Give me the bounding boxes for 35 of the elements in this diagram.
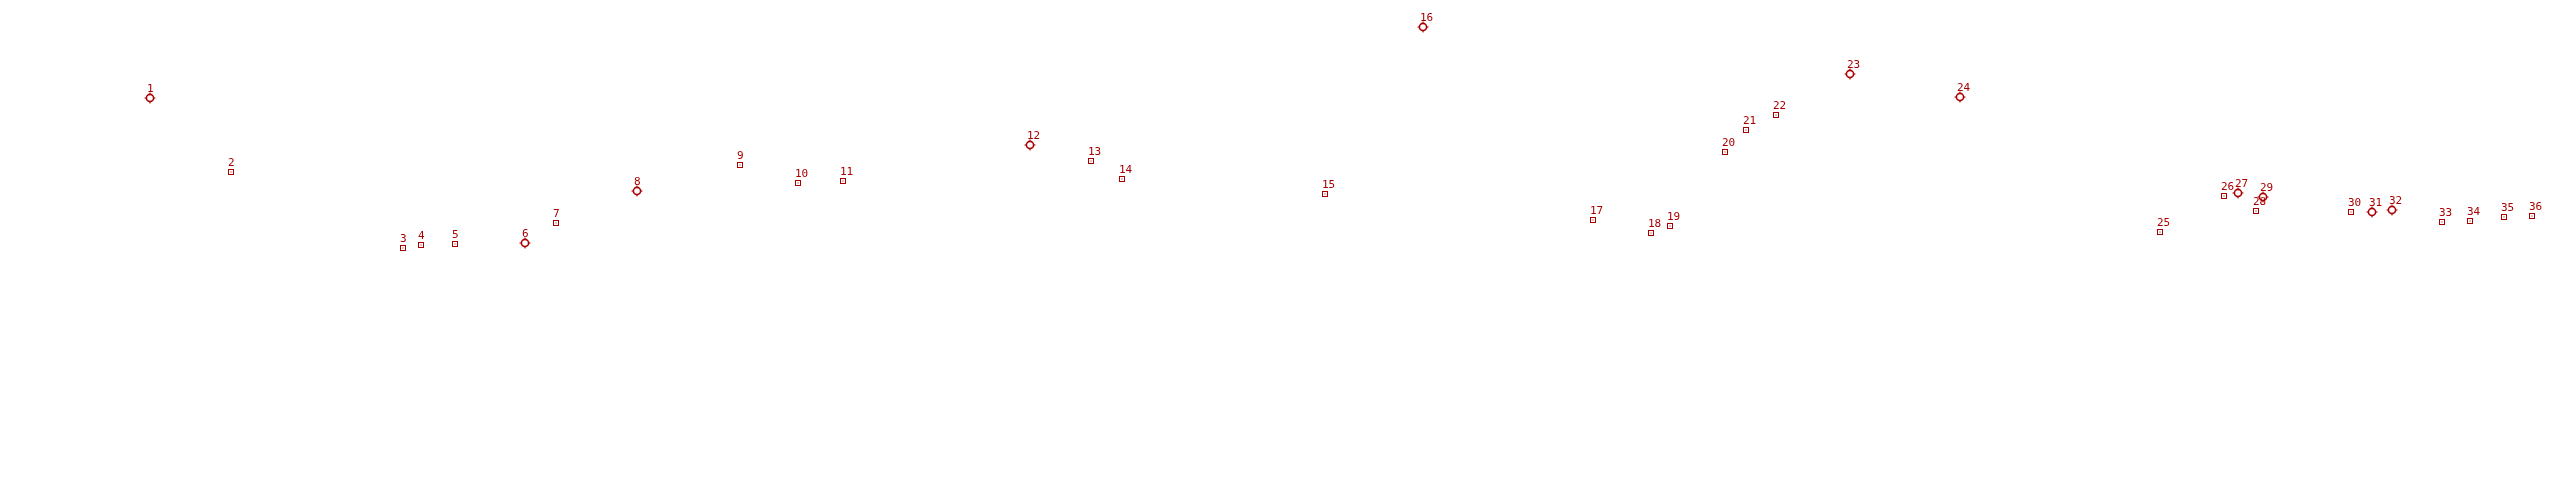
point-number: 4: [418, 230, 425, 241]
point-number: 1: [147, 83, 154, 94]
point-number: 30: [2348, 197, 2362, 208]
point-number: 26: [2221, 181, 2235, 192]
point-number: 12: [1027, 130, 1041, 141]
point-number: 20: [1722, 137, 1736, 148]
point-number: 10: [795, 168, 809, 179]
point-number: 18: [1648, 218, 1662, 229]
point-number: 14: [1119, 164, 1133, 175]
point-number: 13: [1088, 146, 1102, 157]
point-number: 33: [2439, 207, 2453, 218]
point-number: 24: [1957, 82, 1971, 93]
point-number: 31: [2369, 197, 2383, 208]
point-number: 34: [2467, 206, 2481, 217]
point-number: 9: [737, 150, 744, 161]
point-number: 21: [1743, 115, 1757, 126]
point-number: 17: [1590, 205, 1604, 216]
point-number: 27: [2235, 178, 2249, 189]
point-number: 32: [2389, 195, 2403, 206]
point-number: 35: [2501, 202, 2515, 213]
point-number: 3: [400, 233, 407, 244]
point-number: 8: [634, 176, 641, 187]
point-number: 16: [1420, 12, 1434, 23]
point-number: 6: [522, 228, 529, 239]
point-number: 5: [452, 229, 459, 240]
point-number: 7: [553, 208, 560, 219]
point-number: 29: [2260, 182, 2274, 193]
point-number: 23: [1847, 59, 1861, 70]
point-number: 36: [2529, 201, 2543, 212]
point-number: 2: [228, 157, 235, 168]
point-number: 11: [840, 166, 854, 177]
point-number: 19: [1667, 211, 1681, 222]
point-number: 22: [1773, 100, 1787, 111]
point-number: 15: [1322, 179, 1336, 190]
point-number: 25: [2157, 217, 2171, 228]
